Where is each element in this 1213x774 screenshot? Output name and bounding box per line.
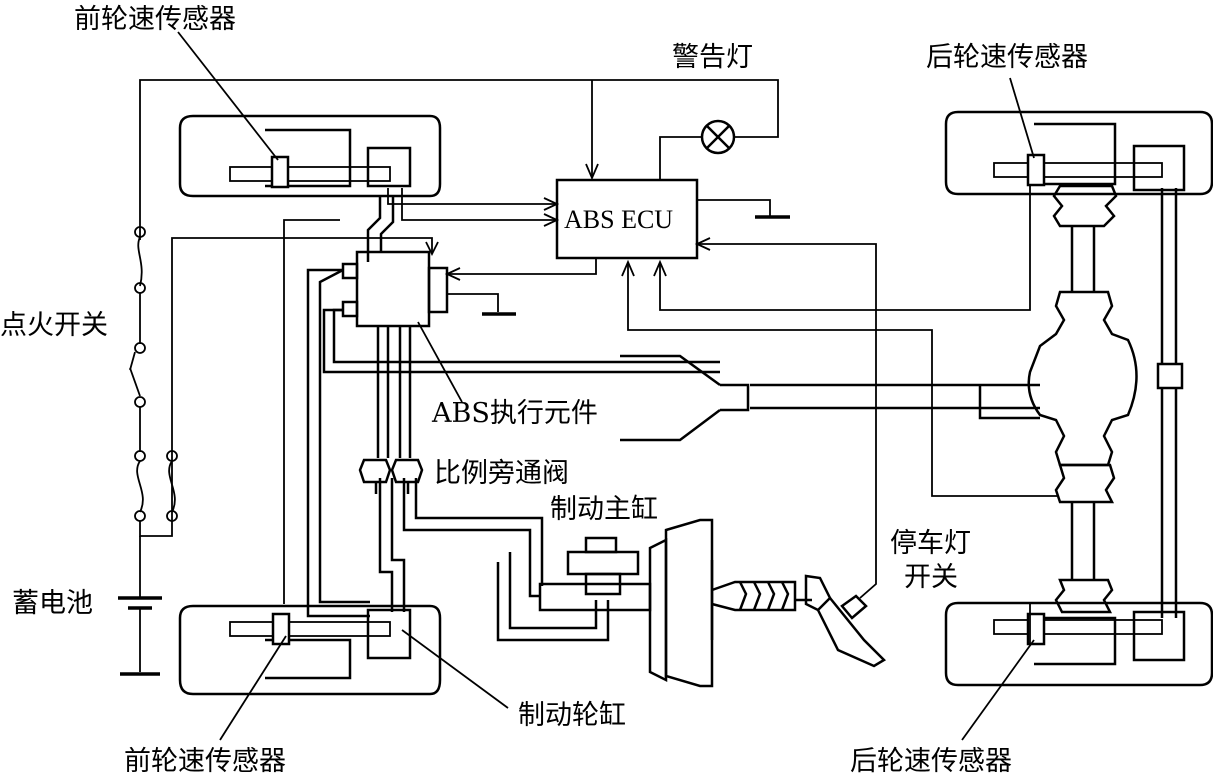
ecu-ground: [697, 199, 790, 219]
brake-lines: [306, 196, 720, 642]
battery-label: 蓄电池: [12, 588, 93, 619]
ignition-circuit: [118, 226, 178, 676]
proportioning-valve-label: 比例旁通阀: [434, 458, 569, 489]
warning-lamp-label: 警告灯: [672, 42, 753, 73]
warning-lamp: [139, 79, 779, 230]
stop-lamp-wiring: [283, 184, 1058, 644]
proportioning-valve: [358, 458, 424, 494]
rear-left-wheel: [178, 604, 442, 696]
wheel-cylinder-label: 制动轮缸: [518, 700, 626, 731]
master-cylinder: [538, 536, 652, 612]
abs-actuator: [171, 188, 597, 520]
rear-wheel-speed-sensor-label-top: 后轮速传感器: [926, 42, 1088, 73]
front-wheel-speed-sensor-label-bottom: 前轮速传感器: [124, 746, 286, 774]
brake-booster: [648, 518, 797, 688]
stop-lamp-switch-label-line1: 停车灯: [890, 528, 971, 559]
front-left-wheel: [178, 114, 442, 198]
abs-ecu-box: ABS ECU: [555, 178, 699, 260]
front-wheel-speed-sensor-label-top: 前轮速传感器: [74, 4, 236, 35]
rear-axle-assembly: [620, 184, 1184, 618]
leader-lines: [177, 31, 1035, 741]
master-cylinder-label: 制动主缸: [550, 494, 658, 525]
rear-right-wheel: [944, 601, 1213, 687]
stop-lamp-switch-label-line2: 开关: [904, 562, 958, 593]
ignition-switch-label: 点火开关: [0, 310, 108, 341]
rear-wheel-speed-sensor-label-bottom: 后轮速传感器: [850, 746, 1012, 774]
abs-ecu-label: ABS ECU: [564, 205, 673, 234]
front-right-wheel: [944, 110, 1213, 196]
abs-actuator-label: ABS执行元件: [431, 398, 598, 429]
brake-pedal: [795, 574, 887, 668]
